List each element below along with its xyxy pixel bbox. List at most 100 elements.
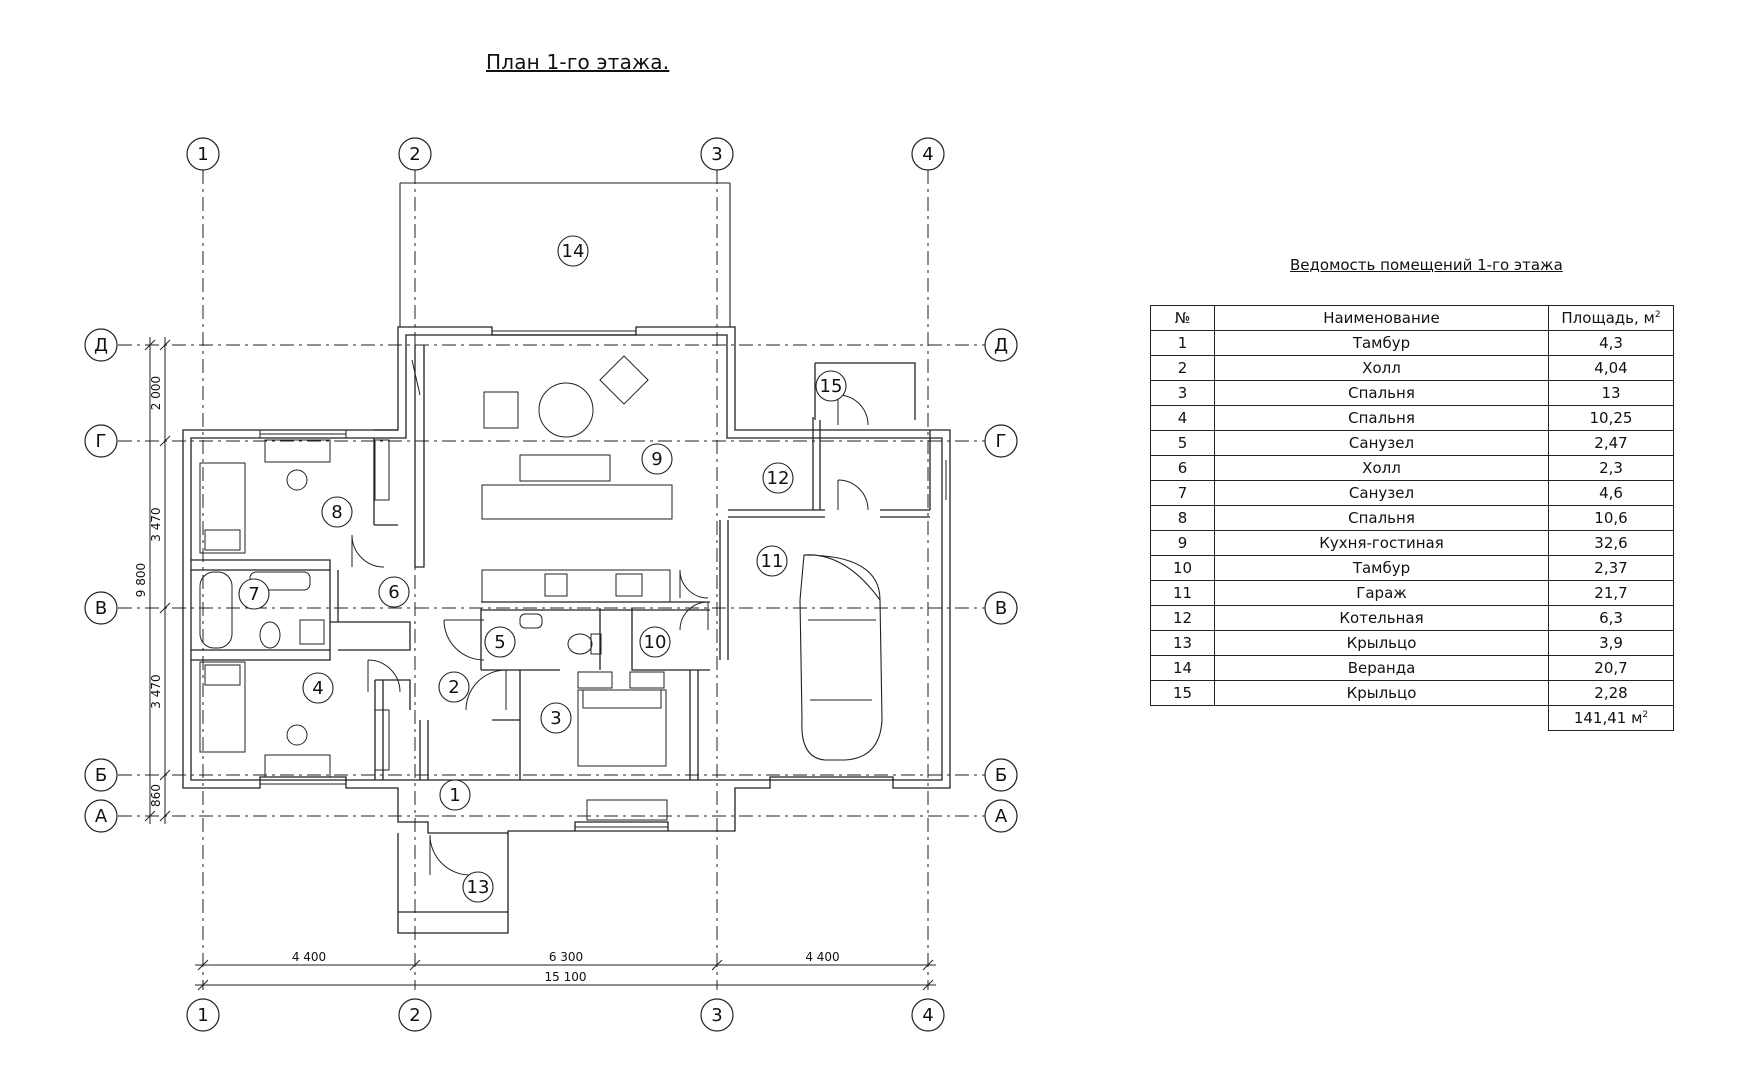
schedule-cell-num: 7: [1150, 480, 1215, 506]
schedule-total-area: 141,41 м2: [1548, 705, 1674, 731]
axis-label: 1: [197, 144, 208, 165]
schedule-cell-num: 15: [1150, 680, 1215, 706]
room-number-label: 13: [467, 877, 490, 898]
room-number-label: 12: [767, 468, 790, 489]
schedule-cell-name: Тамбур: [1214, 330, 1549, 356]
axis-bubble: [398, 137, 432, 171]
dimension-value: 2 000: [149, 376, 163, 410]
dimension-value: 4 400: [292, 950, 326, 964]
schedule-cell-area: 2,37: [1548, 555, 1674, 581]
room-number-label: 15: [820, 376, 843, 397]
schedule-cell-name: Крыльцо: [1214, 630, 1549, 656]
room-number-label: 2: [448, 677, 459, 698]
schedule-cell-area: 4,04: [1548, 355, 1674, 381]
schedule-cell-name: Холл: [1214, 455, 1549, 481]
col-num-header: №: [1150, 305, 1215, 331]
room-number-bubble: [557, 235, 589, 267]
axis-bubble: [984, 758, 1018, 792]
col-name-header: Наименование: [1214, 305, 1549, 331]
room-number-bubble: [238, 578, 270, 610]
room-number-bubble: [639, 626, 671, 658]
room-number-bubble: [439, 779, 471, 811]
schedule-cell-name: Спальня: [1214, 505, 1549, 531]
room-number-bubble: [302, 672, 334, 704]
schedule-cell-num: 1: [1150, 330, 1215, 356]
schedule-cell-name: Веранда: [1214, 655, 1549, 681]
axis-bubble: [984, 328, 1018, 362]
room-number-label: 3: [550, 708, 561, 729]
schedule-cell-name: Санузел: [1214, 430, 1549, 456]
schedule-cell-num: 9: [1150, 530, 1215, 556]
room-number-label: 14: [562, 241, 585, 262]
axis-label: 3: [711, 144, 722, 165]
dimension-tick: [197, 959, 209, 971]
dimension-value: 860: [149, 784, 163, 807]
room-number-label: 5: [494, 632, 505, 653]
schedule-cell-num: 2: [1150, 355, 1215, 381]
axis-label: Б: [995, 765, 1007, 786]
axis-bubble: [398, 998, 432, 1032]
room-number-bubble: [484, 626, 516, 658]
schedule-cell-area: 10,6: [1548, 505, 1674, 531]
schedule-cell-num: 3: [1150, 380, 1215, 406]
axis-label: А: [95, 806, 108, 827]
schedule-cell-name: Спальня: [1214, 405, 1549, 431]
axis-bubble: [984, 424, 1018, 458]
schedule-title: Ведомость помещений 1-го этажа: [1290, 256, 1563, 274]
axis-bubble: [700, 137, 734, 171]
col-area-header: Площадь, м2: [1548, 305, 1674, 331]
dimension-tick: [144, 339, 156, 351]
dimension-tick: [197, 979, 209, 991]
schedule-cell-name: Гараж: [1214, 580, 1549, 606]
schedule-cell-name: Тамбур: [1214, 555, 1549, 581]
schedule-cell-num: 4: [1150, 405, 1215, 431]
room-number-label: 8: [331, 502, 342, 523]
axis-bubble: [84, 799, 118, 833]
axis-label: 4: [922, 144, 933, 165]
dimension-value: 3 470: [149, 674, 163, 708]
axis-label: Б: [95, 765, 107, 786]
axis-label: Д: [994, 335, 1008, 356]
schedule-cell-area: 2,3: [1548, 455, 1674, 481]
schedule-cell-num: 8: [1150, 505, 1215, 531]
schedule-cell-num: 5: [1150, 430, 1215, 456]
schedule-cell-area: 3,9: [1548, 630, 1674, 656]
axis-label: 2: [409, 1005, 420, 1026]
axis-bubble: [186, 998, 220, 1032]
room-number-label: 11: [761, 551, 784, 572]
room-number-label: 9: [651, 449, 662, 470]
schedule-cell-num: 11: [1150, 580, 1215, 606]
room-number-bubble: [641, 443, 673, 475]
schedule-cell-name: Санузел: [1214, 480, 1549, 506]
schedule-cell-area: 2,28: [1548, 680, 1674, 706]
schedule-total-row: 141,41 м2: [1151, 705, 1674, 731]
dimension-value: 6 300: [549, 950, 583, 964]
room-number-bubble: [438, 671, 470, 703]
dimension-tick: [922, 959, 934, 971]
axis-label: 4: [922, 1005, 933, 1026]
room-number-bubble: [462, 871, 494, 903]
room-number-bubble: [540, 702, 572, 734]
dimension-value: 4 400: [805, 950, 839, 964]
schedule-cell-area: 21,7: [1548, 580, 1674, 606]
schedule-cell-name: Кухня-гостиная: [1214, 530, 1549, 556]
schedule-cell-num: 10: [1150, 555, 1215, 581]
dimension-total: 9 800: [134, 563, 148, 597]
room-number-bubble: [321, 496, 353, 528]
schedule-header-row: № Наименование Площадь, м2: [1150, 305, 1674, 331]
axis-label: Д: [94, 335, 108, 356]
axis-bubble: [911, 137, 945, 171]
axis-bubble: [84, 424, 118, 458]
room-number-label: 6: [388, 582, 399, 603]
schedule-cell-area: 20,7: [1548, 655, 1674, 681]
axis-label: Г: [996, 431, 1007, 452]
